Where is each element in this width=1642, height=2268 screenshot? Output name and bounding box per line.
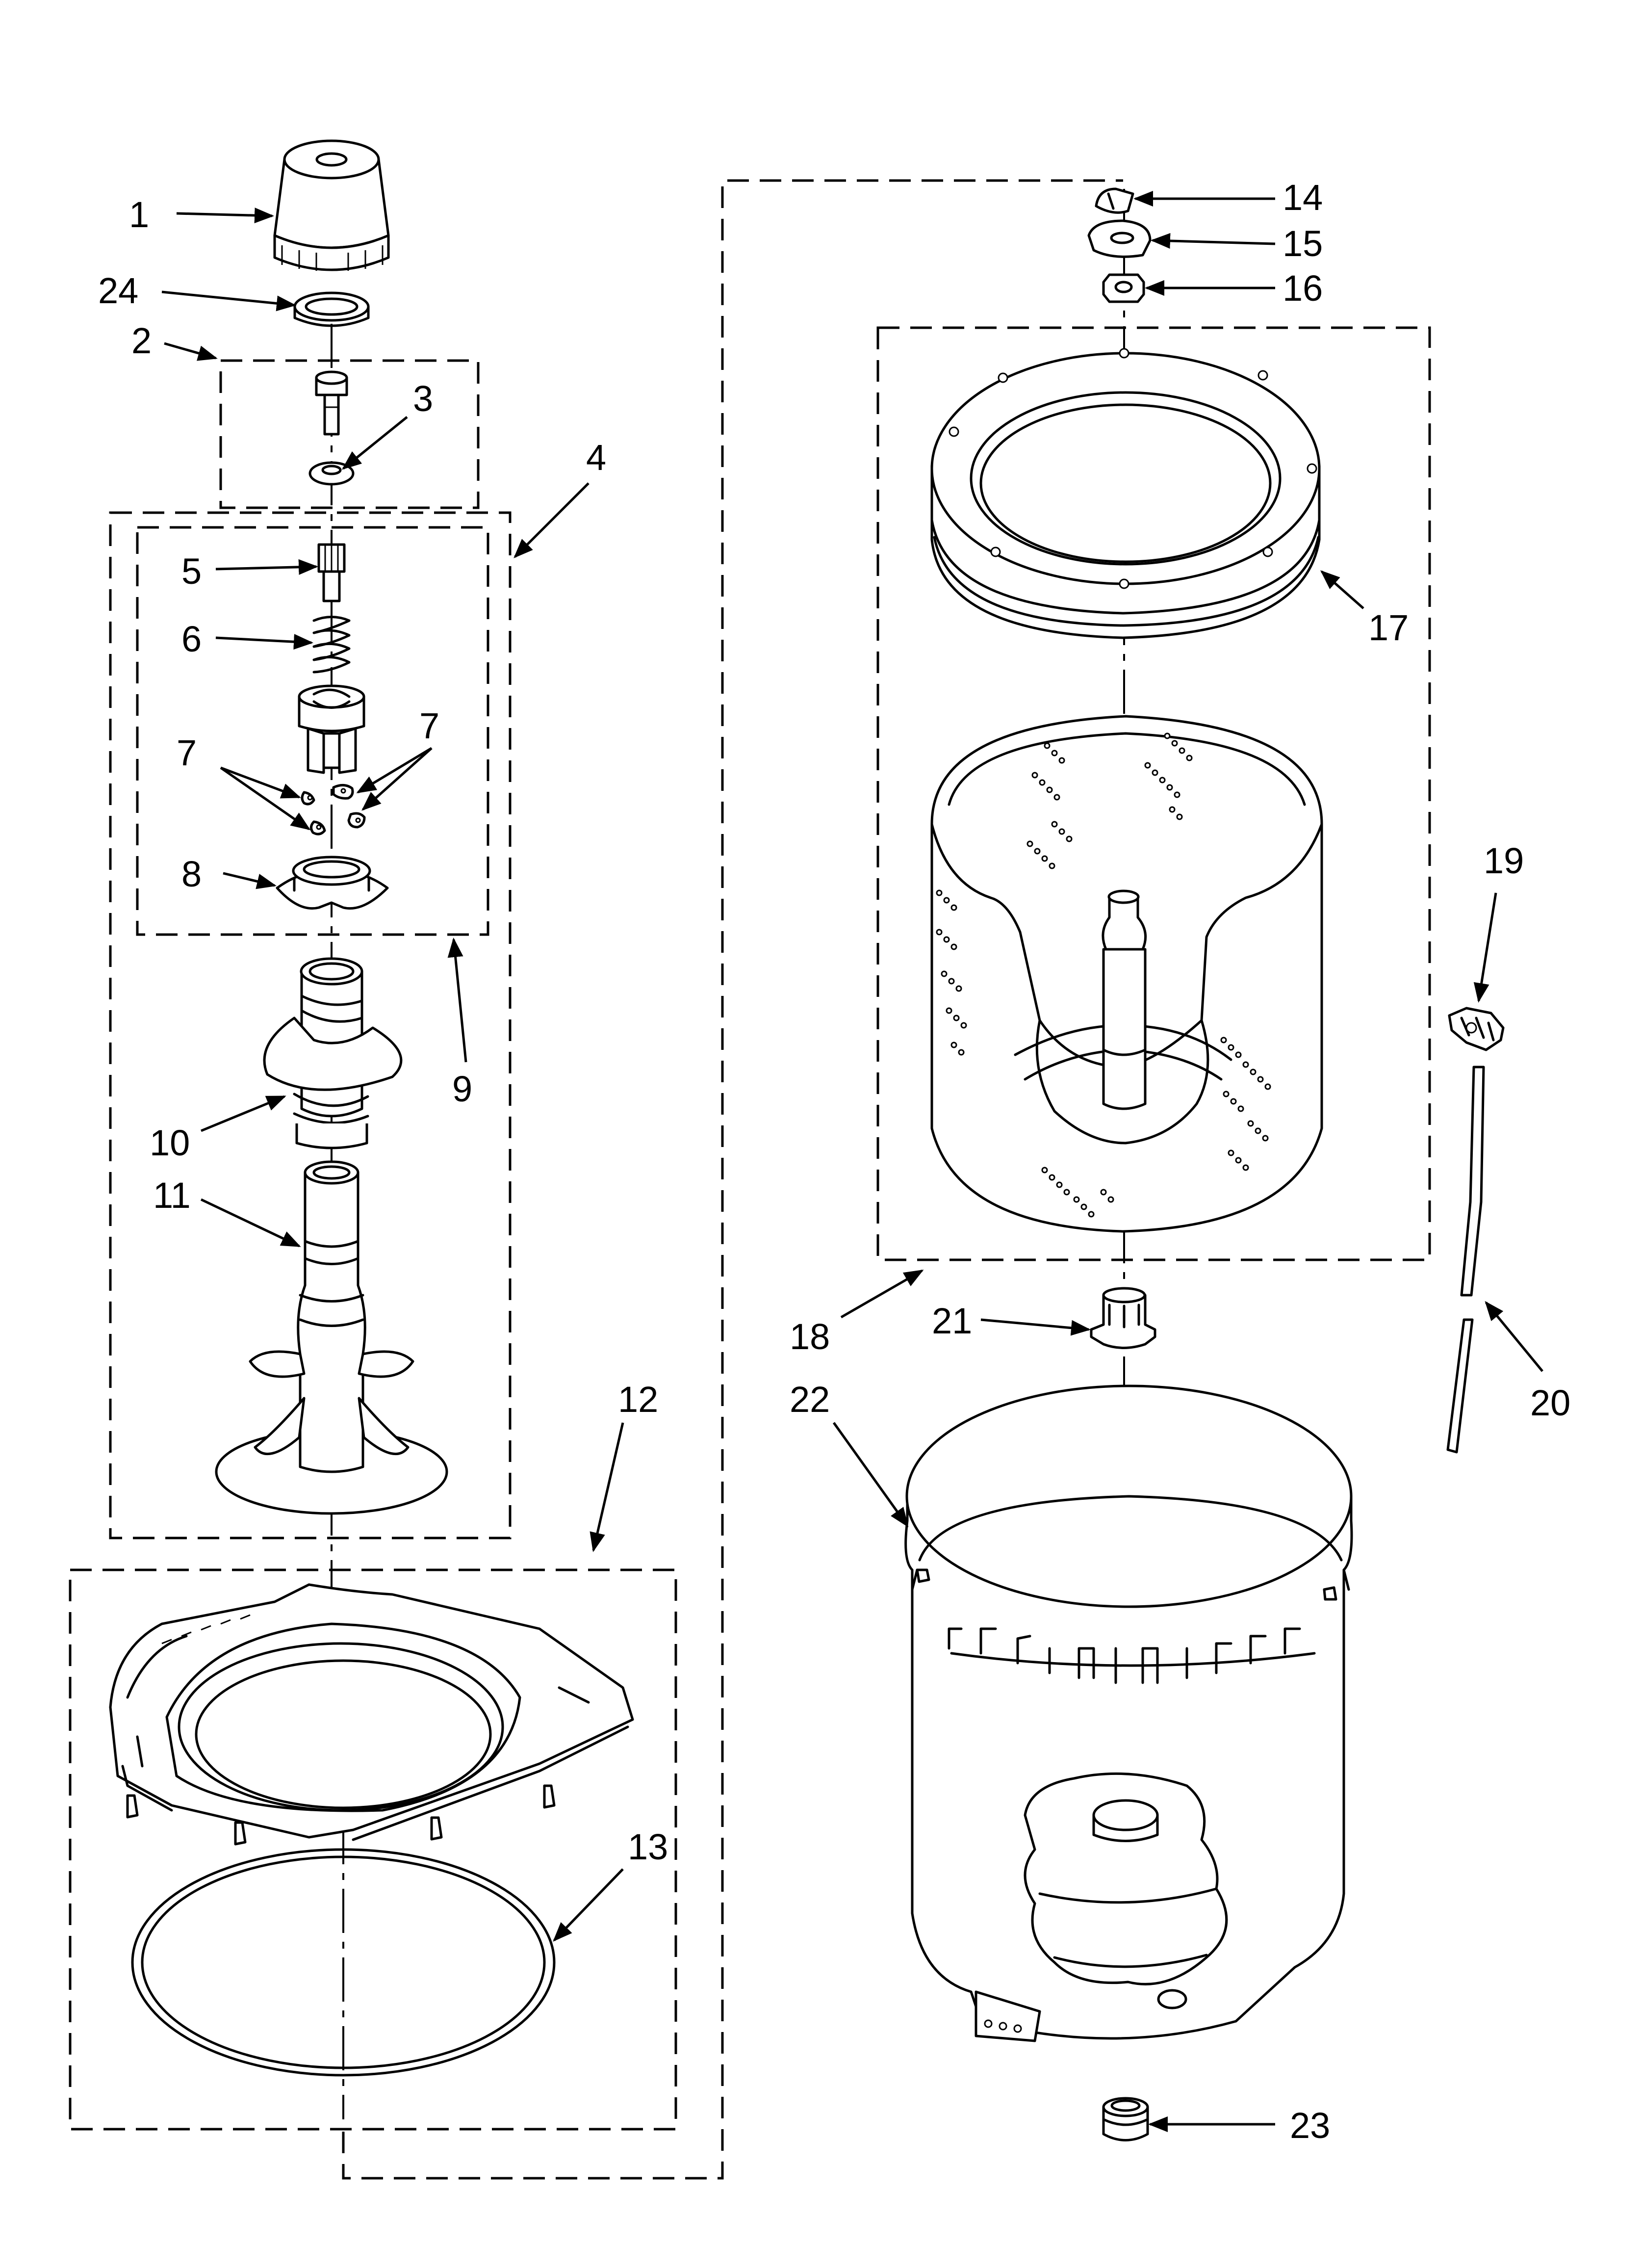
callout-7a: 7: [177, 732, 197, 773]
part-12-tub-ring[interactable]: [109, 1583, 634, 1846]
part-15-plate[interactable]: [1087, 219, 1152, 258]
part-ratchet-block[interactable]: [298, 684, 365, 774]
callout-2: 2: [131, 320, 152, 361]
callout-labels: 1 24 2 3 4 5 6 7 7 8 9 10 11 12 13 14 15…: [98, 177, 1570, 2146]
callout-6: 6: [181, 619, 202, 659]
part-10-auger[interactable]: [263, 957, 403, 1149]
callout-11: 11: [153, 1175, 191, 1216]
callout-23: 23: [1290, 2105, 1330, 2146]
callout-14: 14: [1283, 177, 1323, 218]
callout-24: 24: [98, 270, 138, 311]
part-17-balance-ring[interactable]: [930, 348, 1321, 639]
part-23-plug[interactable]: [1102, 2097, 1149, 2141]
leader-lines: [161, 191, 1543, 2132]
callout-19: 19: [1484, 840, 1524, 881]
part-19-clamp[interactable]: [1448, 1007, 1505, 1051]
callout-16: 16: [1283, 268, 1323, 309]
part-6-spring[interactable]: [312, 616, 351, 674]
part-5-cog[interactable]: [317, 543, 346, 602]
callout-22: 22: [790, 1379, 830, 1420]
part-20-hose[interactable]: [1446, 1066, 1485, 1454]
part-14-clip[interactable]: [1095, 187, 1134, 214]
callout-7b: 7: [419, 705, 439, 746]
part-11-agitator[interactable]: [215, 1160, 448, 1515]
part-21-hub[interactable]: [1090, 1287, 1156, 1349]
callout-3: 3: [413, 378, 433, 419]
callout-4: 4: [586, 437, 606, 478]
part-13-seal-ring[interactable]: [131, 1848, 556, 2077]
part-16-nut[interactable]: [1102, 273, 1145, 303]
callout-21: 21: [932, 1301, 972, 1341]
group-box-18: [876, 326, 1431, 1261]
part-22-outer-tub[interactable]: [904, 1384, 1353, 2042]
group-box-9: [136, 526, 489, 936]
part-24-ring[interactable]: [293, 291, 370, 327]
group-box-12: [69, 1568, 677, 2131]
callout-15: 15: [1283, 223, 1323, 264]
callout-5: 5: [181, 551, 202, 592]
callout-10: 10: [150, 1122, 190, 1163]
part-18-basket[interactable]: [930, 715, 1323, 1233]
connector-line: [342, 179, 1123, 2180]
callout-18: 18: [790, 1316, 830, 1357]
callout-9: 9: [452, 1069, 472, 1109]
callout-8: 8: [181, 854, 202, 894]
callout-20: 20: [1530, 1382, 1570, 1423]
callout-17: 17: [1368, 607, 1409, 648]
part-8-cam[interactable]: [276, 856, 389, 910]
part-1-cap[interactable]: [273, 139, 390, 271]
part-2-bolt[interactable]: [315, 370, 348, 436]
group-box-4: [109, 511, 512, 1539]
callout-13: 13: [628, 1826, 668, 1867]
callout-1: 1: [129, 194, 149, 235]
callout-12: 12: [618, 1379, 658, 1420]
group-box-2: [219, 359, 480, 509]
part-7-dogs[interactable]: [301, 784, 366, 835]
